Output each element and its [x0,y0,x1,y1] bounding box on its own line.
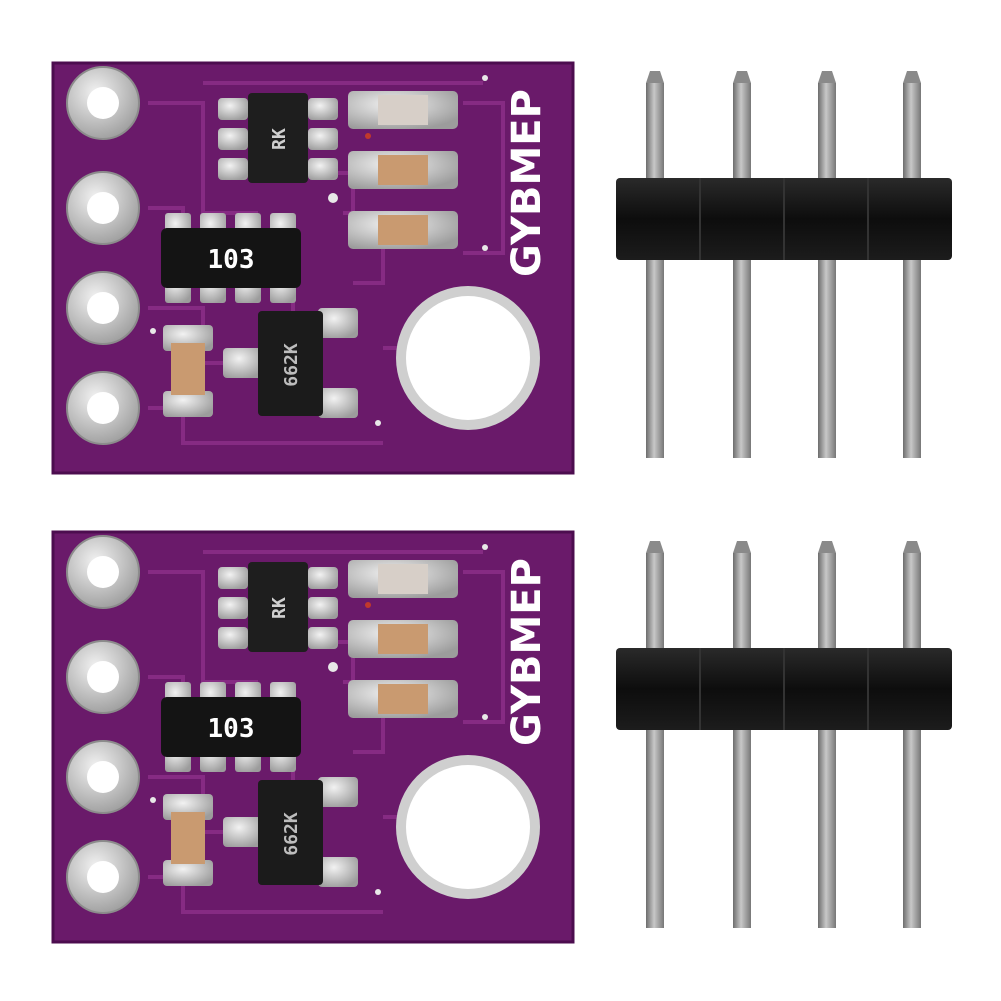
sensor-module-2: RK 103 662K GYBMEP [51,530,575,944]
sensor-chip-label: RK [269,597,290,619]
board-label: GYBMEP [504,89,550,277]
sensor-chip-label: RK [269,128,290,150]
pin-header-2 [615,540,953,929]
regulator-label: 662K [281,812,302,856]
resistor-array-label: 103 [208,714,255,744]
pin-header-1 [615,70,953,459]
board-label: GYBMEP [504,558,550,746]
sensor-module-1: RK 103 662K GYBMEP [51,61,575,475]
regulator-label: 662K [281,343,302,387]
resistor-array-label: 103 [208,245,255,275]
